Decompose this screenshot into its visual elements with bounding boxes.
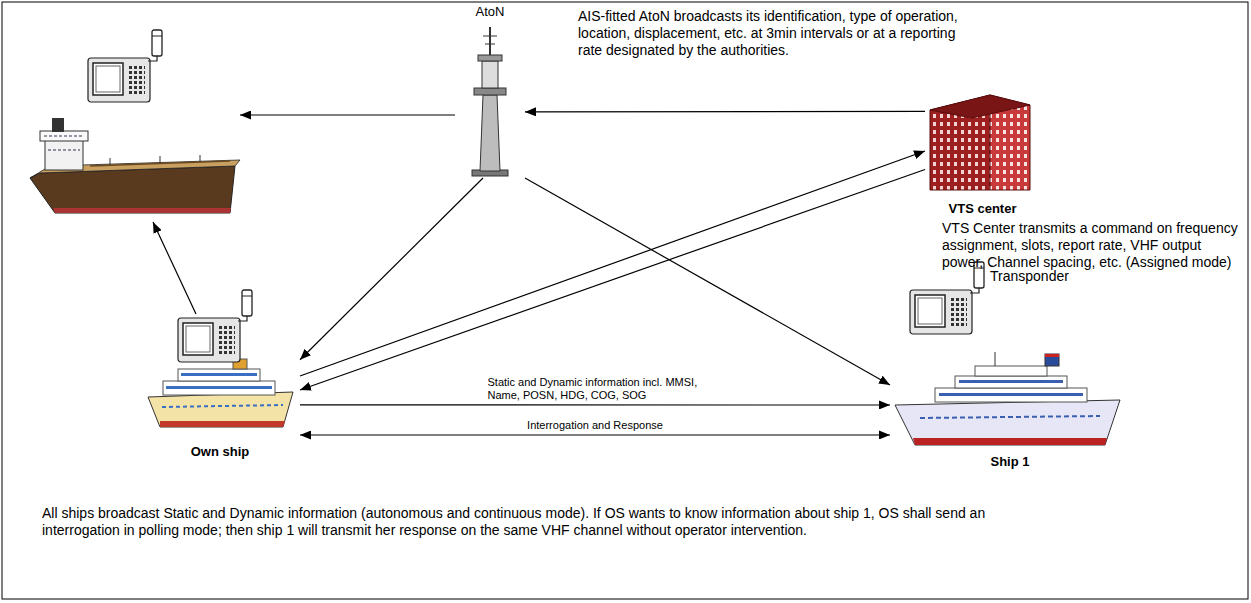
ship-1-picture bbox=[920, 416, 1100, 418]
vts-node: VTS center bbox=[925, 85, 1040, 217]
tanker-ship bbox=[30, 118, 240, 213]
tanker-ship bbox=[45, 140, 83, 170]
own-ship-picture bbox=[148, 392, 293, 427]
tanker-ship bbox=[30, 166, 235, 213]
ship-1-picture bbox=[895, 352, 1120, 445]
aton-tower bbox=[474, 88, 506, 95]
ais-unit bbox=[910, 262, 984, 334]
aton-tower bbox=[485, 44, 495, 45]
signal-arrow bbox=[300, 178, 483, 360]
ship-1-picture bbox=[1045, 354, 1059, 366]
ais-unit bbox=[910, 262, 984, 334]
note-text: VTS Center transmits a command on freque… bbox=[942, 220, 1240, 271]
note-text: All ships broadcast Static and Dynamic i… bbox=[42, 505, 1042, 539]
tanker-ship bbox=[200, 155, 201, 162]
aton-node: AtoN bbox=[455, 4, 525, 178]
tanker-ship bbox=[53, 208, 231, 213]
ais-unit bbox=[88, 30, 162, 102]
ship-node: Ship 1 bbox=[890, 270, 1130, 470]
signal-arrow bbox=[300, 434, 890, 435]
aton-tower bbox=[489, 27, 491, 55]
aton-tower bbox=[483, 36, 497, 37]
ais-unit bbox=[178, 290, 252, 362]
signal-arrow bbox=[300, 169, 925, 389]
own-ship-picture bbox=[166, 386, 272, 389]
aton-tower bbox=[478, 55, 502, 61]
antenna-label: Transponder bbox=[990, 268, 1069, 285]
ship-node: Own ship bbox=[140, 290, 300, 460]
signal-arrow bbox=[300, 404, 890, 405]
own-ship-picture bbox=[163, 381, 275, 395]
aton-tower bbox=[482, 61, 498, 88]
own-ship-picture bbox=[178, 369, 260, 381]
tanker-ship bbox=[160, 156, 161, 163]
tanker-ship bbox=[52, 118, 64, 132]
tanker-ship bbox=[48, 150, 80, 151]
tanker-ship bbox=[40, 131, 88, 141]
own-ship-picture bbox=[162, 405, 283, 407]
own-ship-picture bbox=[160, 421, 285, 427]
edge-label: Static and Dynamic information incl. MMS… bbox=[486, 376, 705, 402]
signal-arrow bbox=[525, 178, 890, 385]
signal-arrow bbox=[525, 111, 925, 113]
ship-1-picture bbox=[959, 380, 1063, 383]
ship-1-picture bbox=[975, 366, 1047, 376]
note-text: AIS-fitted AtoN broadcasts its identific… bbox=[578, 8, 958, 59]
ship-1-picture bbox=[895, 400, 1120, 445]
ship-1-picture bbox=[939, 393, 1083, 396]
aton-tower bbox=[480, 95, 500, 171]
own-ship-picture bbox=[181, 373, 257, 376]
ship-1-picture bbox=[995, 352, 996, 366]
own-ship-picture bbox=[148, 359, 293, 427]
tanker-ship bbox=[44, 136, 84, 137]
signal-arrow bbox=[300, 151, 925, 376]
tanker-ship bbox=[110, 158, 111, 165]
broadcast-arrow bbox=[240, 114, 455, 115]
ship-1-picture bbox=[1045, 354, 1059, 357]
ais-unit bbox=[178, 290, 252, 362]
edge-label: Interrogation and Response bbox=[525, 419, 665, 432]
broadcast-arrow bbox=[153, 222, 196, 314]
ais-unit bbox=[88, 30, 162, 102]
vts-building bbox=[930, 95, 1030, 118]
node-label: AtoN bbox=[476, 4, 505, 20]
vts-building bbox=[930, 95, 1030, 190]
node-label: Ship 1 bbox=[990, 454, 1029, 470]
ship-1-picture bbox=[935, 388, 1087, 402]
node-label: VTS center bbox=[949, 201, 1017, 217]
node-label: Own ship bbox=[191, 444, 250, 460]
aton-tower bbox=[472, 27, 508, 176]
ship-1-picture bbox=[913, 438, 1107, 445]
ship-1-picture bbox=[955, 376, 1067, 388]
